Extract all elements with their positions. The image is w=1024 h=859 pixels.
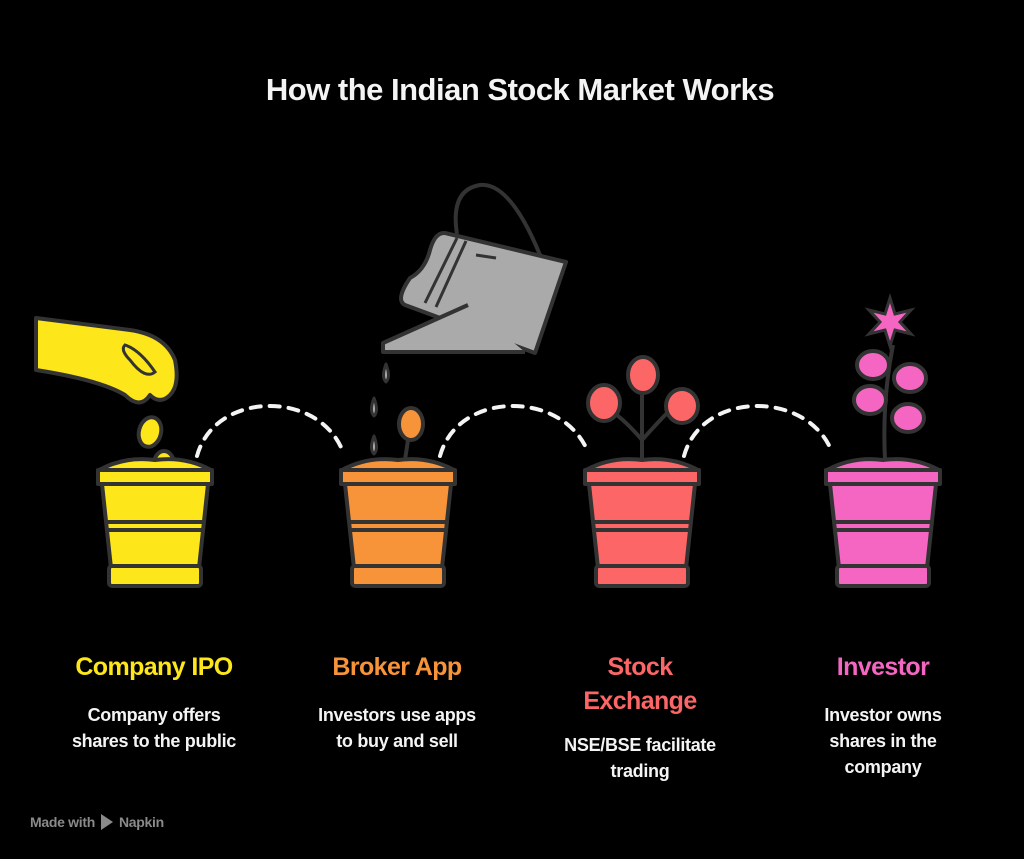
page-title: How the Indian Stock Market Works <box>265 72 775 107</box>
pot-yellow <box>96 457 214 588</box>
step-broker-app: Broker App Investors use apps to buy and… <box>287 650 507 754</box>
connector-2-3 <box>438 404 590 458</box>
pot-pink <box>824 457 942 588</box>
sprout-icon <box>397 406 425 461</box>
step-label: Company IPO <box>75 653 233 681</box>
growing-plant-icon <box>586 355 700 460</box>
step-stock-exchange: Stock Exchange NSE/BSE facilitate tradin… <box>530 650 750 784</box>
connector-1-2 <box>195 404 345 458</box>
step-label: Broker App <box>332 653 462 681</box>
watering-can-icon <box>370 182 568 456</box>
step-company-ipo: Company IPO Company offers shares to the… <box>44 650 264 754</box>
flowering-plant-icon <box>852 292 928 461</box>
hand-seeds-icon <box>34 316 179 479</box>
step-description: Investors use apps to buy and sell <box>318 705 476 751</box>
connector-3-4 <box>682 404 834 458</box>
pot-orange <box>339 457 457 588</box>
step-description: Company offers shares to the public <box>71 705 237 751</box>
made-with-napkin-badge[interactable]: Made with Napkin <box>30 814 164 830</box>
step-label: Investor <box>836 653 930 681</box>
step-label: Stock Exchange <box>583 653 697 715</box>
step-description: NSE/BSE facilitate trading <box>564 735 716 781</box>
connector-arrows <box>195 404 834 458</box>
step-investor: Investor Investor owns shares in the com… <box>773 650 993 780</box>
made-with-text: Made with <box>30 814 95 830</box>
step-description: Investor owns shares in the company <box>824 705 942 777</box>
pot-red <box>583 457 701 588</box>
napkin-logo-icon <box>100 814 113 830</box>
napkin-brand-text: Napkin <box>118 814 164 830</box>
